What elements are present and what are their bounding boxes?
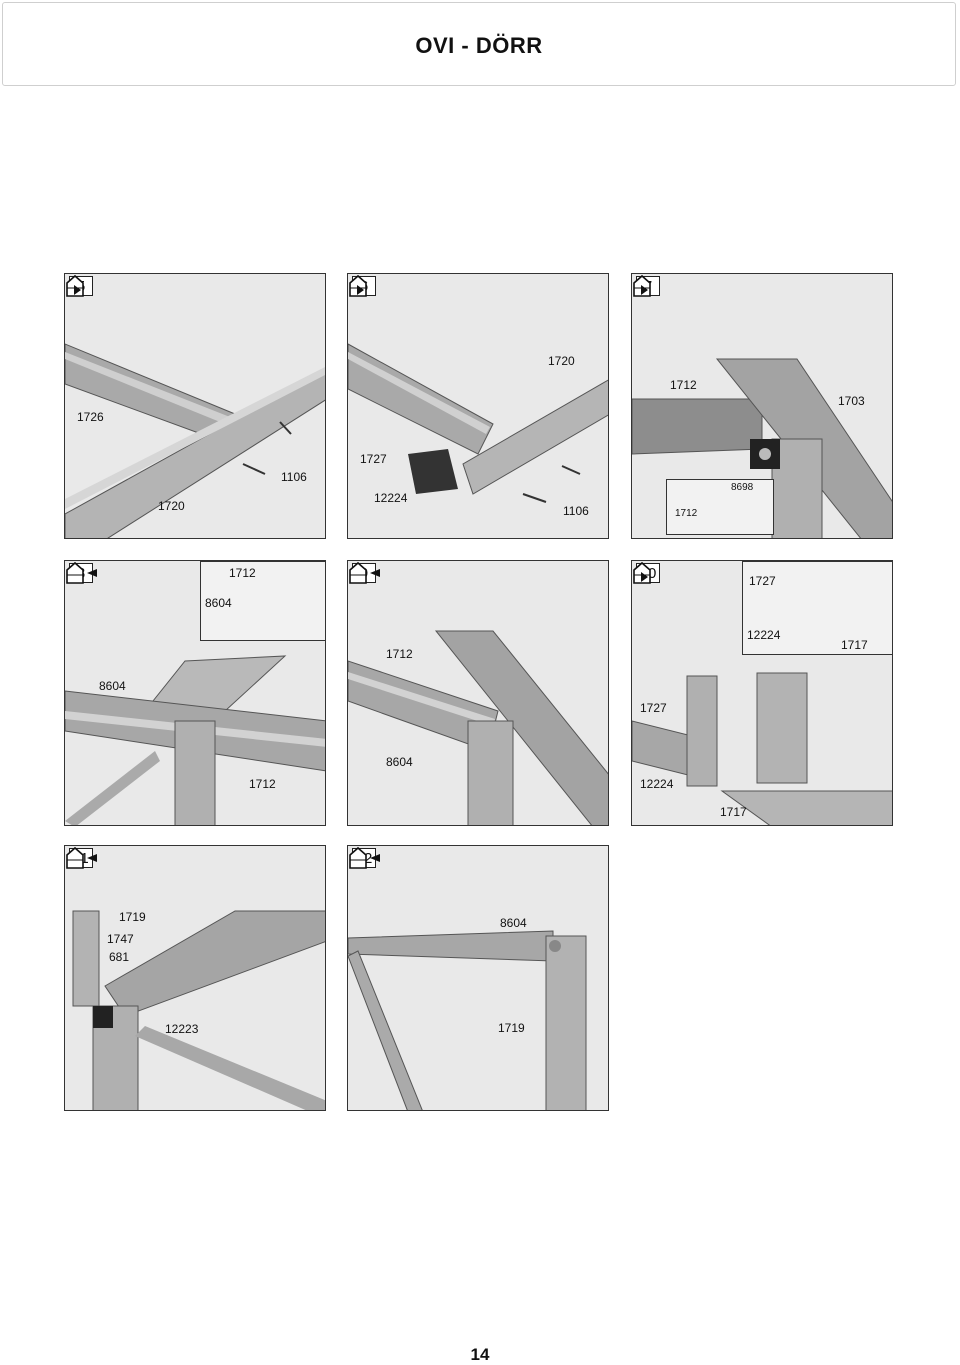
page-header: OVI - DÖRR (2, 2, 956, 86)
part-label: 1720 (548, 354, 575, 368)
part-label: 681 (109, 950, 130, 964)
part-label: 1717 (841, 638, 868, 652)
greenhouse-icon (66, 561, 97, 584)
step-panel-8: 8 1712 8604 8604 1712 (64, 560, 326, 826)
part-label: 8698 (731, 482, 754, 493)
greenhouse-icon (633, 561, 651, 584)
part-label: 1719 (119, 910, 146, 924)
step-5-illustration (65, 274, 325, 538)
part-label: 12224 (747, 628, 781, 642)
step-9-illustration (348, 561, 608, 825)
page-title: OVI - DÖRR (415, 33, 543, 58)
part-label: 12223 (165, 1022, 199, 1036)
part-label: 12224 (374, 491, 408, 505)
part-label: 1717 (720, 805, 747, 819)
part-label: 8604 (386, 755, 413, 769)
part-label: 1727 (640, 701, 667, 715)
page-number: 14 (470, 1345, 490, 1364)
step-12-illustration (348, 846, 608, 1110)
part-label: 1727 (360, 452, 387, 466)
part-label: 1712 (249, 777, 276, 791)
part-label: 1712 (386, 647, 413, 661)
greenhouse-icon (349, 274, 367, 297)
part-label: 1747 (107, 932, 134, 946)
step-panel-7: 7 1712 1703 8698 1712 (631, 273, 893, 539)
part-label: 8604 (205, 596, 232, 610)
part-label: 1712 (670, 378, 697, 392)
step-panel-5: 5 1726 1720 1106 (64, 273, 326, 539)
step-6-illustration (348, 274, 608, 538)
part-label: 1106 (563, 504, 589, 518)
step-panel-12: 12 8604 1719 (347, 845, 609, 1111)
step-11-illustration (65, 846, 325, 1110)
part-label: 1719 (498, 1021, 525, 1035)
part-label: 1726 (77, 410, 104, 424)
step-panel-9: 9 1712 8604 (347, 560, 609, 826)
part-label: 1712 (229, 566, 256, 580)
part-label: 8604 (99, 679, 126, 693)
part-label: 1727 (749, 574, 776, 588)
greenhouse-icon (66, 274, 84, 297)
part-label: 8604 (500, 916, 527, 930)
step-panel-11: 11 1719 1747 681 12223 (64, 845, 326, 1111)
greenhouse-icon (349, 561, 380, 584)
detail-inset: 1727 12224 1717 (742, 561, 892, 655)
part-label: 1720 (158, 499, 185, 513)
greenhouse-icon (633, 274, 651, 297)
step-panel-6: 6 1720 1727 12224 1106 (347, 273, 609, 539)
part-label: 1712 (675, 508, 698, 519)
detail-inset: 1712 8604 (200, 561, 325, 641)
detail-inset: 8698 1712 (666, 479, 774, 535)
step-panel-10: 10 1727 12224 1717 1727 12224 1717 (631, 560, 893, 826)
part-label: 1703 (838, 394, 865, 408)
greenhouse-icon (349, 846, 380, 869)
greenhouse-icon (66, 846, 97, 869)
part-label: 12224 (640, 777, 674, 791)
part-label: 1106 (281, 470, 307, 484)
